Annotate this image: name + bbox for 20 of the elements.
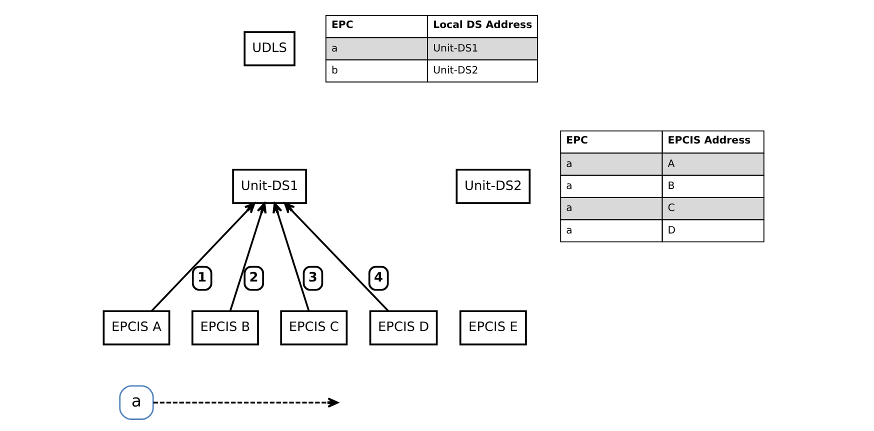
label: Unit-DS2 xyxy=(432,65,478,76)
label: B xyxy=(667,180,674,192)
label: a xyxy=(566,158,572,170)
label: EPC xyxy=(330,20,353,32)
label: A xyxy=(667,158,674,170)
label: a xyxy=(566,180,572,192)
edge-label: 3 xyxy=(308,270,317,286)
label: Unit-DS1 xyxy=(432,43,478,54)
label: EPC xyxy=(566,136,588,147)
edge-label: 1 xyxy=(196,270,206,286)
label: EPCIS Address xyxy=(667,136,750,147)
label: b xyxy=(330,65,338,76)
label: C xyxy=(667,203,674,214)
edge-label: 4 xyxy=(373,270,382,286)
label: a xyxy=(566,203,572,214)
label: D xyxy=(667,225,676,236)
edge-label: 2 xyxy=(248,270,258,286)
label: a xyxy=(566,225,572,236)
label: Local DS Address xyxy=(432,20,532,32)
label: a xyxy=(330,43,338,54)
